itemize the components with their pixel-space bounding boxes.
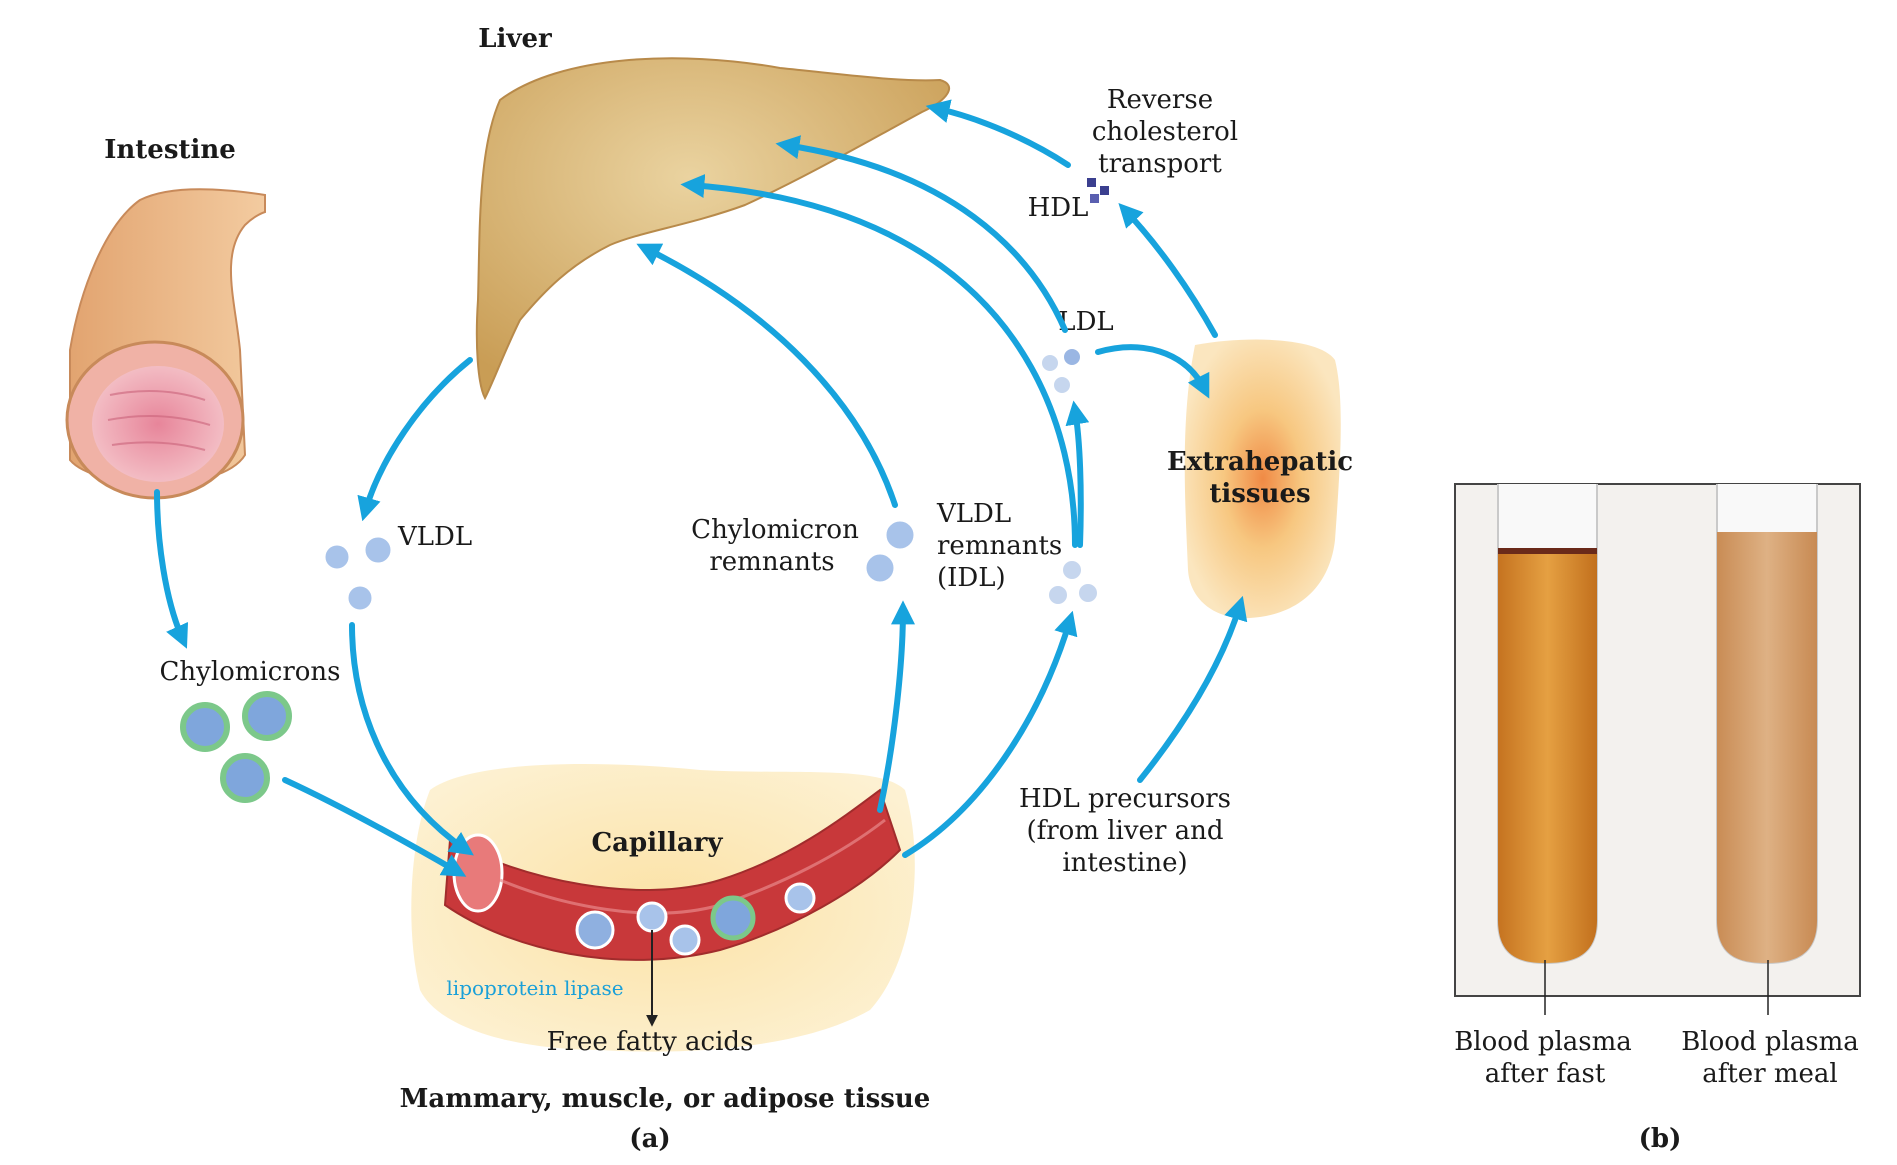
arrow-hdl-precursors-to-extrahepatic [1137,595,1248,783]
vldl-particles [322,534,394,613]
idl-particles [1047,559,1099,606]
extrahepatic-label-1: Extrahepatic [1167,447,1353,477]
extrahepatic-label-2: tissues [1209,479,1310,509]
idl-label-1: VLDL [936,499,1011,529]
reverse-transport-label-1: Reverse [1107,85,1213,115]
lipoprotein-lipase-label: lipoprotein lipase [446,976,623,1000]
tube-meal-label-2: after meal [1702,1059,1838,1089]
ldl-label: LDL [1058,307,1113,337]
arrow-idl-to-liver [680,174,1078,548]
liver-label: Liver [478,24,552,54]
arrow-extrahepatic-to-hdl [1118,203,1218,338]
panel-a: Intestine Liver Extrahepatic tissues Cap… [65,24,1353,1154]
reverse-transport-label-3: transport [1098,149,1222,179]
hdl-precursors-label-3: intestine) [1062,848,1187,878]
hdl-precursors-label-1: HDL precursors [1019,784,1231,814]
chylomicrons-label: Chylomicrons [160,657,341,687]
vldl-label: VLDL [397,522,472,552]
reverse-transport-label-2: cholesterol [1092,117,1238,147]
arrow-vldl-to-capillary [349,622,474,856]
hdl-precursors-label-2: (from liver and [1026,816,1223,846]
flow-arrows [154,99,1248,877]
ldl-particles [1040,347,1082,395]
arrow-intestine-to-chylomicrons [154,489,189,649]
panel-b: Blood plasma after fast Blood plasma aft… [1454,483,1861,1154]
hdl-particles [1087,178,1109,203]
tube-fast-label-1: Blood plasma [1454,1027,1632,1057]
free-fatty-acids-label: Free fatty acids [547,1027,754,1057]
arrow-chylomicrons-to-capillary [282,777,467,877]
tissue-label: Mammary, muscle, or adipose tissue [400,1084,931,1114]
panel-b-label: (b) [1639,1124,1682,1154]
arrow-hdl-to-liver [925,99,1071,168]
idl-label-2: remnants [937,531,1062,561]
liver-illustration [475,57,951,401]
arrow-capillary-to-idl [902,610,1078,858]
hdl-label: HDL [1028,193,1089,223]
arrow-ldl-to-extrahepatic [1095,344,1210,399]
tube-after-fast [1497,484,1598,965]
chylomicron-particles [180,691,292,803]
intestine-illustration [65,188,266,500]
arrow-idl-to-ldl [1065,400,1090,548]
intestine-label: Intestine [104,135,236,165]
idl-label-3: (IDL) [937,563,1006,593]
tube-meal-label-1: Blood plasma [1681,1027,1859,1057]
capillary-particles [575,882,816,956]
chylomicron-remnant-particles [863,518,917,585]
arrow-chylo-remnants-to-liver [636,243,898,508]
arrow-ldl-to-liver [775,135,1068,333]
arrow-liver-to-vldl [357,357,473,522]
tube-fast-label-2: after fast [1485,1059,1606,1089]
panel-a-label: (a) [629,1124,670,1154]
chylomicron-remnants-label-2: remnants [709,547,834,577]
chylomicron-remnants-label-1: Chylomicron [691,515,859,545]
extrahepatic-tissue-illustration [1184,339,1341,619]
capillary-label: Capillary [591,828,723,858]
tube-after-meal [1716,484,1818,965]
arrow-capillary-to-chylo-remnants [877,600,915,813]
